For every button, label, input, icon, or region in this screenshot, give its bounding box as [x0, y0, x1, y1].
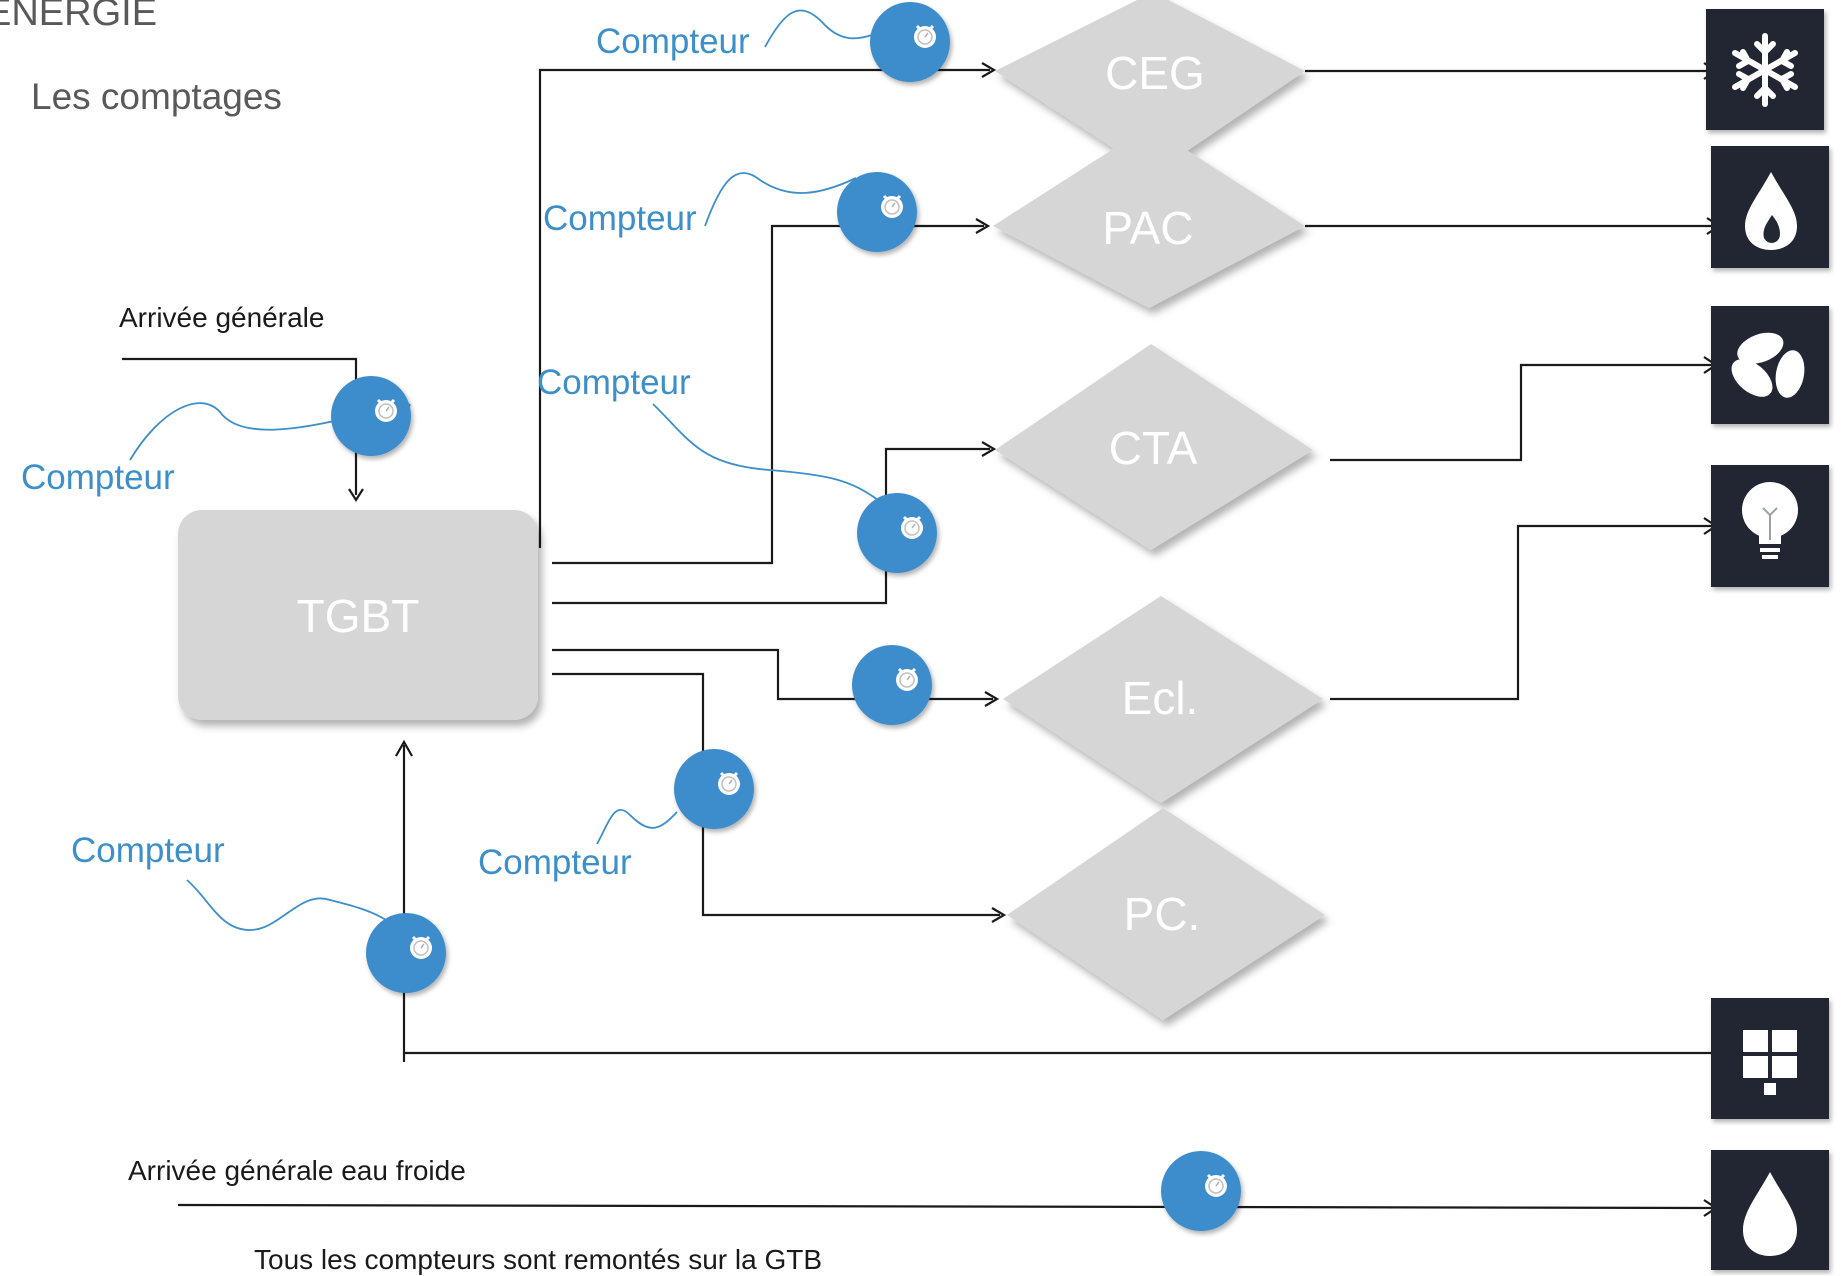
- arrivee-generale-label: Arrivée générale: [119, 302, 325, 333]
- tgbt-box: [178, 510, 538, 720]
- node-pac-label: PAC: [1102, 202, 1193, 254]
- compteur-label-solar: Compteur: [71, 831, 225, 870]
- compteur-label-cta: Compteur: [537, 363, 691, 402]
- fan-icon: [1711, 306, 1829, 424]
- water-drop-icon: [1711, 1150, 1829, 1270]
- tgbt-label: TGBT: [297, 590, 420, 642]
- node-pc: [1007, 808, 1325, 1020]
- line-ceg: [538, 68, 990, 548]
- node-ecl-label: Ecl.: [1122, 672, 1199, 724]
- lightbulb-icon: [1711, 465, 1829, 587]
- meter-ecl-icon: [852, 645, 932, 725]
- page-title: ENERGIE: [0, 0, 158, 34]
- node-pc-label: PC.: [1124, 888, 1201, 940]
- compteur-label-pac: Compteur: [543, 199, 697, 238]
- node-ceg-label: CEG: [1105, 47, 1205, 99]
- flame-drop-icon: [1711, 146, 1829, 268]
- compteur-label-pc: Compteur: [478, 843, 632, 882]
- arrivee-eau-froide-label: Arrivée générale eau froide: [128, 1155, 466, 1186]
- line-cta-to-vent: [1330, 363, 1712, 462]
- meter-ceg-icon: [870, 2, 950, 82]
- meter-pac-icon: [837, 172, 917, 252]
- line-eau-froide: [177, 1203, 1713, 1210]
- meter-pc-icon: [674, 749, 754, 829]
- node-cta-label: CTA: [1109, 422, 1198, 474]
- meter-arrivee-icon: [331, 376, 411, 456]
- compteur-label-ceg: Compteur: [596, 22, 750, 61]
- node-pac: [993, 126, 1305, 308]
- meter-solar-icon: [366, 913, 446, 993]
- node-cta: [995, 344, 1313, 550]
- compteur-label-arrivee: Compteur: [21, 458, 175, 497]
- meter-cta-icon: [857, 493, 937, 573]
- solar-panel-icon: [1711, 998, 1829, 1119]
- line-ecl-to-light: [1330, 524, 1712, 701]
- page-subtitle: Les comptages: [31, 76, 282, 117]
- snowflake-icon: [1706, 9, 1824, 130]
- meter-eau-icon: [1161, 1151, 1241, 1231]
- node-ecl: [1003, 596, 1323, 803]
- footer-note: Tous les compteurs sont remontés sur la …: [254, 1244, 822, 1275]
- node-ceg: [995, 0, 1305, 174]
